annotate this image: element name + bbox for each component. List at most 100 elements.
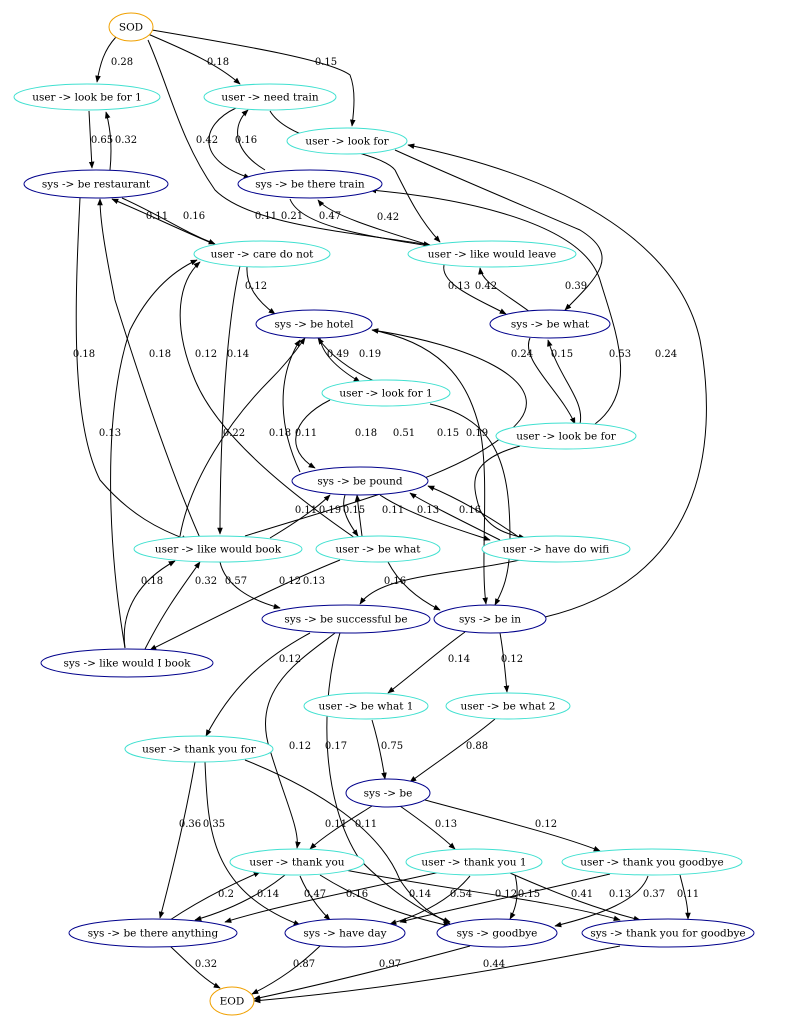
edge-u_thank_you_goodbye-to-s_have_day: 0.41 — [399, 873, 611, 924]
node-ellipse[interactable] — [303, 692, 429, 720]
edge-weight-label: 0.35 — [203, 819, 225, 830]
node-ellipse[interactable] — [489, 309, 611, 339]
node-u-be-what[interactable]: user -> be what — [315, 535, 441, 563]
node-ellipse[interactable] — [237, 169, 383, 199]
edge-s_like_would_i_book-to-u_care_do_not: 0.13 — [99, 259, 198, 649]
edge-u_be_what-to-s_be_pound: 0.15 — [343, 494, 365, 537]
edge-weight-label: 0.28 — [111, 57, 133, 68]
node-u-thank-you-1[interactable]: user -> thank you 1 — [405, 848, 543, 876]
edge-u_thank_you_goodbye-to-s_thank_you_for_goodbye: 0.11 — [677, 874, 699, 920]
node-label: user -> like would leave — [428, 249, 557, 261]
node-s-have-day[interactable]: sys -> have day — [284, 918, 406, 948]
node-ellipse[interactable] — [286, 127, 408, 155]
node-u-look-for[interactable]: user -> look for — [286, 127, 408, 155]
node-u-like-would-leave[interactable]: user -> like would leave — [407, 240, 577, 268]
edge-line — [371, 329, 488, 605]
node-u-like-would-book[interactable]: user -> like would book — [133, 535, 303, 563]
node-s-be-there-anything[interactable]: sys -> be there anything — [68, 918, 238, 948]
node-ellipse[interactable] — [133, 535, 303, 563]
node-s-be-successful-be[interactable]: sys -> be successful be — [261, 604, 431, 634]
edge-line — [110, 259, 198, 649]
node-ellipse[interactable] — [284, 918, 406, 948]
node-ellipse[interactable] — [255, 309, 373, 339]
node-u-need-train[interactable]: user -> need train — [203, 83, 337, 111]
node-s-thank-you-for-goodbye[interactable]: sys -> thank you for goodbye — [581, 918, 755, 948]
edge-s_be_in-to-u_be_what_1: 0.14 — [387, 631, 470, 694]
node-s-be-pound[interactable]: sys -> be pound — [291, 466, 429, 496]
edge-s_be_what-to-u_look_be_for: 0.24 — [511, 337, 576, 425]
node-s-goodbye[interactable]: sys -> goodbye — [436, 918, 558, 948]
node-ellipse[interactable] — [345, 778, 431, 808]
node-ellipse[interactable] — [261, 604, 431, 634]
node-s-be-what[interactable]: sys -> be what — [489, 309, 611, 339]
node-ellipse[interactable] — [291, 466, 429, 496]
node-u-look-for-1[interactable]: user -> look for 1 — [321, 379, 451, 407]
edge-u_like_would_book-to-s_be_hotel: 0.22 — [179, 337, 306, 537]
node-label: sys -> be — [364, 788, 413, 800]
edge-line — [443, 264, 507, 315]
node-label: user -> have do wifi — [503, 544, 610, 556]
edge-weight-label: 0.11 — [355, 819, 377, 830]
node-ellipse[interactable] — [561, 848, 743, 876]
node-u-thank-you[interactable]: user -> thank you — [229, 848, 365, 876]
node-u-thank-you-goodbye[interactable]: user -> thank you goodbye — [561, 848, 743, 876]
node-s-be-restaurant[interactable]: sys -> be restaurant — [23, 169, 169, 199]
node-u-thank-you-for[interactable]: user -> thank you for — [124, 735, 274, 763]
node-ellipse[interactable] — [229, 848, 365, 876]
node-u-look-be-for-1[interactable]: user -> look be for 1 — [13, 83, 161, 111]
edge-line — [147, 39, 431, 247]
node-ellipse[interactable] — [321, 379, 451, 407]
node-eod[interactable]: EOD — [209, 986, 255, 1016]
node-u-be-what-2[interactable]: user -> be what 2 — [445, 692, 571, 720]
node-ellipse[interactable] — [13, 83, 161, 111]
edge-s_be-to-u_thank_you_1: 0.13 — [399, 805, 457, 850]
node-label: user -> be what 2 — [461, 701, 556, 713]
edge-weight-label: 0.13 — [303, 576, 325, 587]
edge-weight-label: 0.12 — [495, 889, 517, 900]
node-ellipse[interactable] — [407, 240, 577, 268]
node-s-be-in[interactable]: sys -> be in — [433, 604, 547, 634]
node-ellipse[interactable] — [108, 12, 154, 42]
node-ellipse[interactable] — [495, 422, 637, 450]
node-label: user -> thank you goodbye — [580, 857, 723, 869]
node-ellipse[interactable] — [209, 986, 255, 1016]
node-s-like-would-i-book[interactable]: sys -> like would I book — [40, 648, 214, 678]
edge-weight-label: 0.36 — [179, 819, 201, 830]
node-s-be-hotel[interactable]: sys -> be hotel — [255, 309, 373, 339]
node-ellipse[interactable] — [405, 848, 543, 876]
edge-weight-label: 0.18 — [207, 57, 229, 68]
edge-u_like_would_book-to-s_be_pound: 0.11 — [269, 494, 331, 539]
edge-u_be_what-to-u_care_do_not: 0.12 — [179, 261, 356, 539]
edge-weight-label: 0.57 — [225, 576, 247, 587]
node-sod[interactable]: SOD — [108, 12, 154, 42]
node-ellipse[interactable] — [581, 918, 755, 948]
node-u-have-do-wifi[interactable]: user -> have do wifi — [481, 535, 631, 563]
node-ellipse[interactable] — [315, 535, 441, 563]
node-ellipse[interactable] — [23, 169, 169, 199]
node-ellipse[interactable] — [124, 735, 274, 763]
node-ellipse[interactable] — [203, 83, 337, 111]
edge-u_look_be_for-to-s_be_there_train: 0.53 — [369, 187, 631, 425]
node-s-be[interactable]: sys -> be — [345, 778, 431, 808]
node-ellipse[interactable] — [68, 918, 238, 948]
edge-u_look_for_1-to-s_be_hotel: 0.19 — [317, 337, 381, 382]
node-ellipse[interactable] — [433, 604, 547, 634]
node-u-be-what-1[interactable]: user -> be what 1 — [303, 692, 429, 720]
edge-line — [111, 198, 215, 245]
node-ellipse[interactable] — [481, 535, 631, 563]
node-ellipse[interactable] — [40, 648, 214, 678]
edge-weight-label: 0.11 — [295, 428, 317, 439]
node-ellipse[interactable] — [445, 692, 571, 720]
node-s-be-there-train[interactable]: sys -> be there train — [237, 169, 383, 199]
node-ellipse[interactable] — [193, 240, 331, 268]
node-u-look-be-for[interactable]: user -> look be for — [495, 422, 637, 450]
edge-line — [319, 874, 451, 928]
edge-line — [509, 874, 518, 920]
node-ellipse[interactable] — [436, 918, 558, 948]
edge-line — [499, 632, 510, 693]
node-u-care-do-not[interactable]: user -> care do not — [193, 240, 331, 268]
edge-weight-label: 0.37 — [643, 889, 665, 900]
edge-weight-label: 0.11 — [295, 505, 317, 516]
edge-weight-label: 0.13 — [417, 505, 439, 516]
